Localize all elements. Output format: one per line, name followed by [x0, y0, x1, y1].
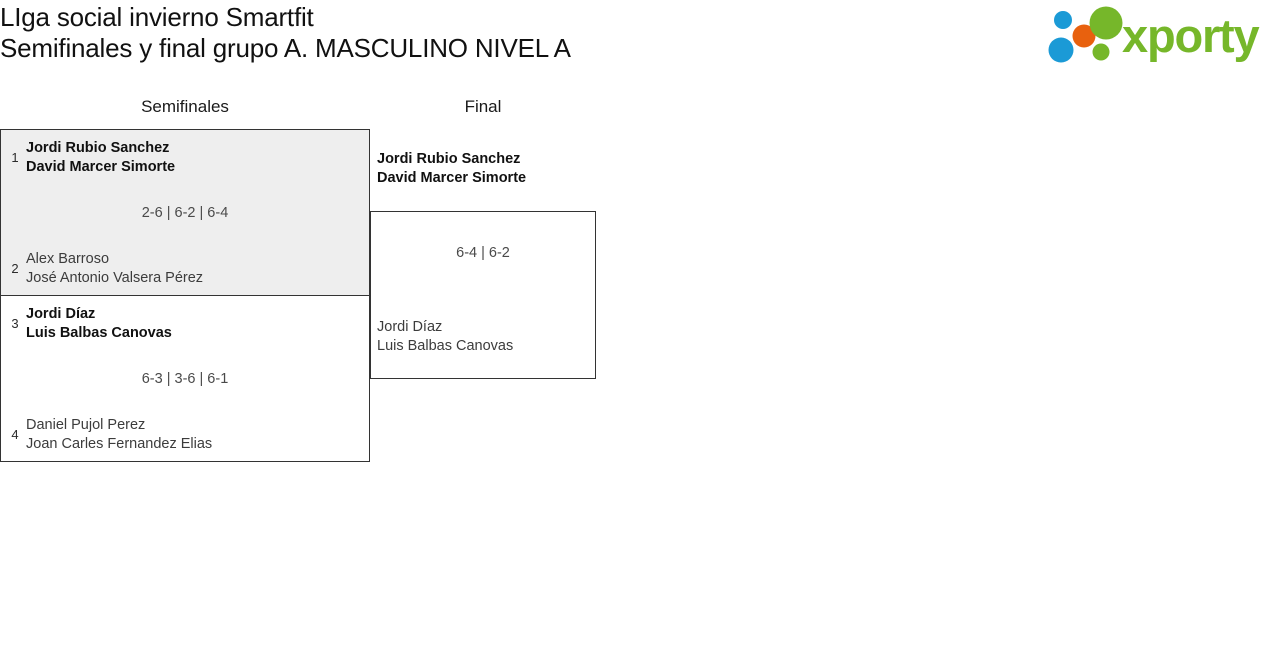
xporty-wordmark: xporty	[1122, 9, 1260, 62]
player-name: Jordi Díaz	[377, 319, 443, 335]
match-semifinal-1[interactable]: 1 Jordi Rubio Sanchez David Marcer Simor…	[0, 129, 370, 296]
team-row[interactable]: Jordi Rubio Sanchez David Marcer Simorte	[377, 150, 591, 188]
player-name: Luis Balbas Canovas	[377, 338, 514, 354]
player-name: Daniel Pujol Perez	[26, 417, 146, 433]
team-names: Jordi Rubio Sanchez David Marcer Simorte	[24, 139, 369, 177]
tournament-name: LIga social invierno Smartfit	[0, 2, 314, 32]
team-names: Daniel Pujol Perez Joan Carles Fernandez…	[24, 416, 369, 454]
seed-number: 1	[11, 150, 19, 165]
player-name: Joan Carles Fernandez Elias	[26, 436, 213, 452]
page-header: LIga social invierno Smartfit Semifinale…	[0, 0, 1280, 80]
match-score: 6-3 | 3-6 | 6-1	[141, 371, 229, 387]
seed-number: 2	[11, 261, 19, 276]
player-name: David Marcer Simorte	[26, 159, 176, 175]
tournament-subtitle: Semifinales y final grupo A. MASCULINO N…	[0, 33, 571, 63]
player-name: Luis Balbas Canovas	[26, 325, 172, 341]
round-header-final: Final	[464, 97, 502, 116]
seed-number: 4	[11, 427, 19, 442]
match-semifinal-2[interactable]: 3 Jordi Díaz Luis Balbas Canovas 6-3 | 3…	[0, 295, 370, 462]
tournament-title: LIga social invierno Smartfit Semifinale…	[0, 0, 900, 64]
team-names: Alex Barroso José Antonio Valsera Pérez	[24, 250, 369, 288]
match-score: 6-4 | 6-2	[456, 245, 510, 261]
team-row[interactable]: 2 Alex Barroso José Antonio Valsera Pére…	[1, 250, 369, 288]
team-row[interactable]: 3 Jordi Díaz Luis Balbas Canovas	[1, 305, 369, 343]
seed-number: 3	[11, 316, 19, 331]
match-final[interactable]	[370, 211, 596, 379]
match-score: 2-6 | 6-2 | 6-4	[141, 205, 229, 221]
player-name: Jordi Rubio Sanchez	[26, 140, 170, 156]
team-row[interactable]: 4 Daniel Pujol Perez Joan Carles Fernand…	[1, 416, 369, 454]
xporty-logo[interactable]: xporty	[1048, 6, 1274, 66]
team-row[interactable]: 1 Jordi Rubio Sanchez David Marcer Simor…	[1, 139, 369, 177]
player-name: Alex Barroso	[26, 251, 110, 267]
team-names: Jordi Díaz Luis Balbas Canovas	[24, 305, 369, 343]
xporty-dots-icon	[1048, 6, 1123, 63]
player-name: Jordi Rubio Sanchez	[377, 151, 521, 167]
player-name: José Antonio Valsera Pérez	[26, 270, 204, 286]
player-name: Jordi Díaz	[26, 306, 96, 322]
team-row[interactable]: Jordi Díaz Luis Balbas Canovas	[377, 318, 591, 356]
player-name: David Marcer Simorte	[377, 170, 527, 186]
round-header-semifinales: Semifinales	[141, 97, 229, 116]
